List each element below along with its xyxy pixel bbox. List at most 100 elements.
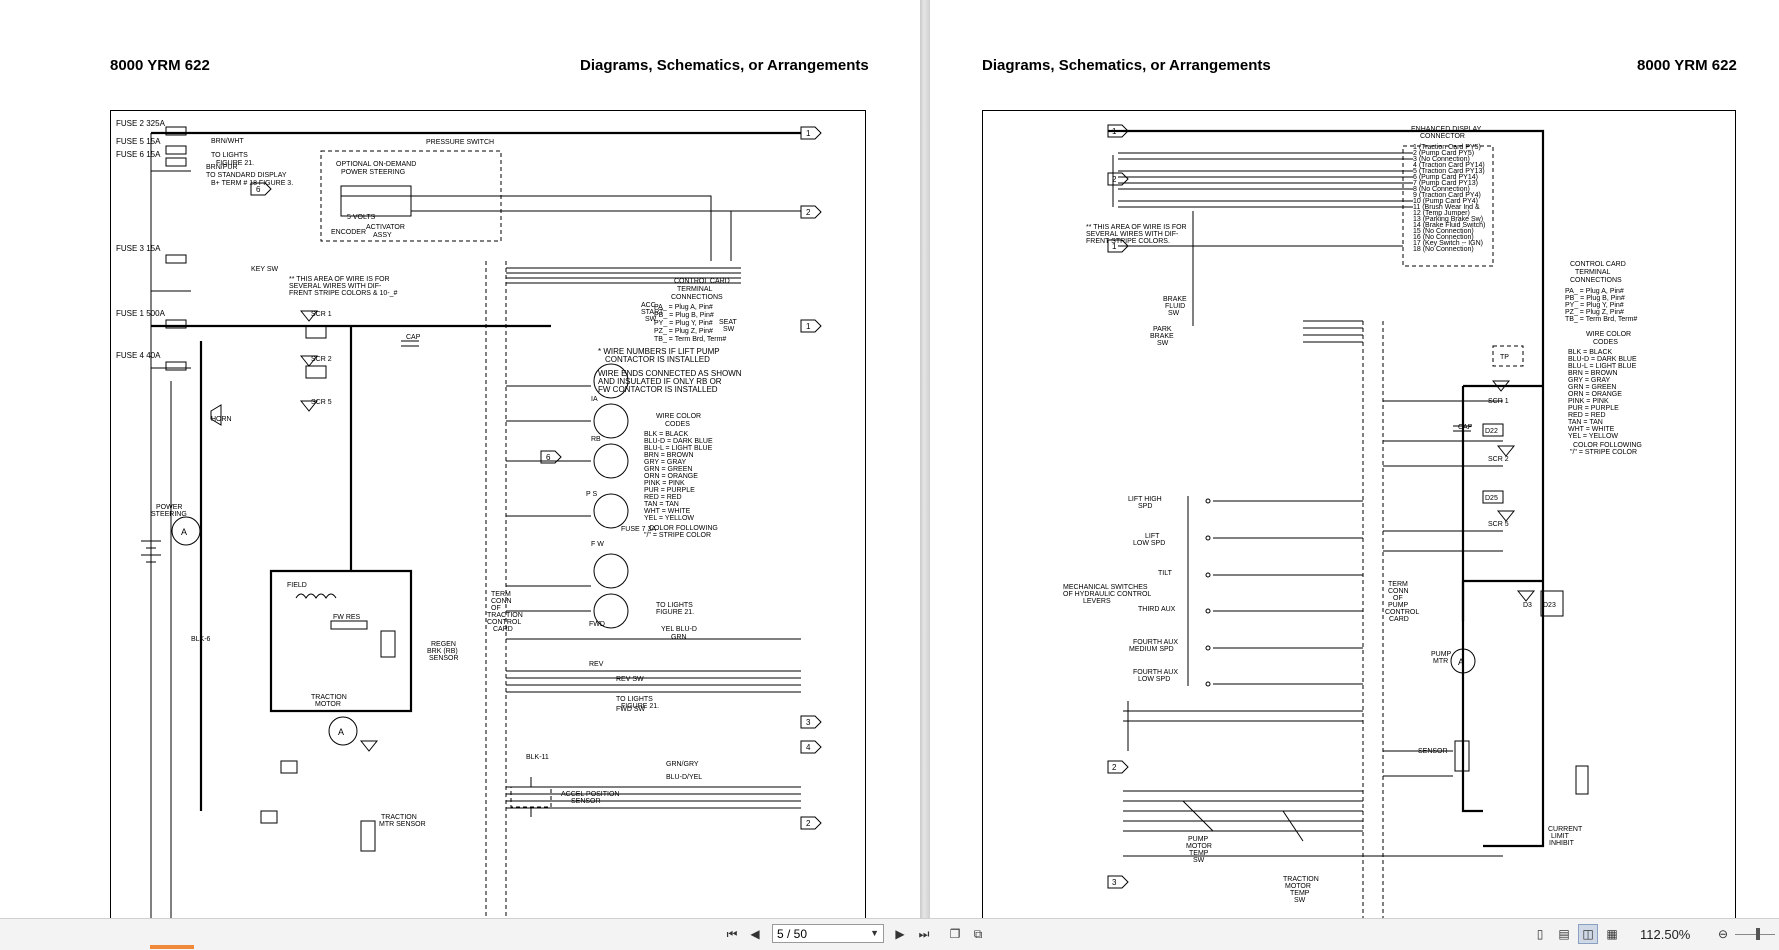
svg-text:TERM: TERM	[491, 591, 511, 598]
page-indicator-text: 5 / 50	[777, 926, 808, 941]
svg-text:B+ TERM # 18 FIGURE 3.: B+ TERM # 18 FIGURE 3.	[211, 180, 293, 187]
previous-page-button[interactable]: ◀	[750, 927, 760, 941]
svg-text:START: START	[641, 309, 664, 316]
chevron-down-icon[interactable]: ▼	[870, 928, 879, 938]
svg-text:YEL BLU-D: YEL BLU-D	[661, 626, 697, 633]
zoom-slider-handle[interactable]	[1756, 928, 1760, 940]
viewer-toolbar: ⏮ ◀ 5 / 50 ▼ ▶ ⏭ ❐ ⧉ ▯ ▤ ◫ ▦ 112.50% ⊖	[0, 918, 1779, 950]
svg-text:PRESSURE SWITCH: PRESSURE SWITCH	[426, 139, 494, 146]
svg-text:ACCEL POSITION: ACCEL POSITION	[561, 791, 619, 798]
svg-text:SW: SW	[723, 326, 735, 333]
svg-text:RB: RB	[591, 436, 601, 443]
next-page-button[interactable]: ▶	[895, 927, 905, 941]
svg-text:FUSE 7 3A: FUSE 7 3A	[621, 526, 656, 533]
last-page-button[interactable]: ⏭	[918, 926, 930, 941]
zoom-out-icon[interactable]: ⊖	[1717, 927, 1729, 941]
document-page-left: 8000 YRM 622 Diagrams, Schematics, or Ar…	[0, 0, 920, 918]
svg-text:SENSOR: SENSOR	[429, 655, 459, 662]
svg-text:CONTROL: CONTROL	[487, 619, 521, 626]
document-page-right: Diagrams, Schematics, or Arrangements 80…	[930, 0, 1779, 918]
svg-text:SCR 5: SCR 5	[311, 399, 332, 406]
svg-text:FUSE 3 15A: FUSE 3 15A	[116, 244, 161, 253]
svg-text:ASSY: ASSY	[373, 232, 392, 239]
svg-text:OF: OF	[491, 605, 501, 612]
svg-text:SENSOR: SENSOR	[571, 798, 601, 805]
continuous-view-icon[interactable]: ▤	[1558, 927, 1570, 941]
svg-text:GRN/GRY: GRN/GRY	[666, 761, 699, 768]
svg-text:HORN: HORN	[211, 416, 232, 423]
svg-text:P S: P S	[586, 491, 597, 498]
svg-text:POWER: POWER	[156, 504, 182, 511]
svg-text:SCR 2: SCR 2	[311, 356, 332, 363]
svg-text:SEAT: SEAT	[719, 319, 737, 326]
two-page-view-icon[interactable]: ◫	[1578, 924, 1598, 944]
svg-text:TRACTION: TRACTION	[311, 694, 347, 701]
svg-text:BRN/WHT: BRN/WHT	[211, 138, 244, 145]
svg-text:A: A	[1458, 657, 1464, 667]
two-page-continuous-view-icon[interactable]: ▦	[1606, 927, 1618, 941]
page-number-input[interactable]: 5 / 50 ▼	[772, 924, 884, 943]
first-page-button[interactable]: ⏮	[726, 926, 738, 941]
taskbar-indicator	[150, 945, 194, 949]
svg-text:FUSE 5 15A: FUSE 5 15A	[116, 137, 161, 146]
section-title-left: Diagrams, Schematics, or Arrangements	[580, 57, 869, 74]
svg-text:BLK-11: BLK-11	[526, 754, 549, 761]
svg-text:** THIS AREA OF WIRE IS FOR: ** THIS AREA OF WIRE IS FOR	[289, 276, 390, 283]
svg-text:IA: IA	[591, 396, 598, 403]
svg-text:TO LIGHTS: TO LIGHTS	[656, 602, 693, 609]
svg-text:FUSE 4 40A: FUSE 4 40A	[116, 351, 161, 360]
doc-id-left: 8000 YRM 622	[110, 57, 210, 74]
export-icon[interactable]: ⧉	[973, 926, 983, 941]
svg-text:FIGURE 21.: FIGURE 21.	[621, 703, 659, 710]
svg-text:F W: F W	[591, 541, 604, 548]
svg-text:TRACTION: TRACTION	[487, 612, 523, 619]
svg-text:REGEN: REGEN	[431, 641, 456, 648]
section-title-right: Diagrams, Schematics, or Arrangements	[982, 57, 1271, 74]
page-gutter	[920, 0, 930, 918]
svg-text:TO STANDARD DISPLAY: TO STANDARD DISPLAY	[206, 172, 287, 179]
wiring-schematic-left: A A FUSE 2 325A FUSE 5 15A FUSE 6 15A FU…	[110, 110, 866, 918]
svg-text:TO LIGHTS: TO LIGHTS	[211, 152, 248, 159]
svg-text:ENCODER: ENCODER	[331, 229, 366, 236]
svg-text:ACC: ACC	[641, 302, 656, 309]
zoom-level: 112.50%	[1640, 927, 1691, 942]
svg-text:FUSE 2 325A: FUSE 2 325A	[116, 119, 166, 128]
svg-text:FRENT STRIPE COLORS & 10-_#: FRENT STRIPE COLORS & 10-_#	[289, 290, 398, 297]
svg-text:FIGURE 21.: FIGURE 21.	[656, 609, 694, 616]
svg-text:BLU-D/YEL: BLU-D/YEL	[666, 774, 702, 781]
svg-text:FIELD: FIELD	[287, 582, 307, 589]
svg-text:GRN: GRN	[671, 634, 687, 641]
svg-text:REV SW: REV SW	[616, 676, 644, 683]
svg-text:TO LIGHTS: TO LIGHTS	[616, 696, 653, 703]
wiring-schematic-right: A ENHANCED DISPLAY CONNECTOR 1 (Traction…	[982, 110, 1736, 918]
svg-text:A: A	[338, 727, 344, 737]
svg-text:5 VOLTS: 5 VOLTS	[347, 214, 376, 221]
single-page-view-icon[interactable]: ▯	[1536, 927, 1544, 941]
svg-text:TRACTION: TRACTION	[381, 814, 417, 821]
svg-text:OPTIONAL ON-DEMAND: OPTIONAL ON-DEMAND	[336, 161, 416, 168]
svg-text:FUSE 6 15A: FUSE 6 15A	[116, 150, 161, 159]
svg-text:MTR SENSOR: MTR SENSOR	[379, 821, 426, 828]
svg-text:FWD SW: FWD SW	[616, 706, 646, 713]
svg-text:SCR 1: SCR 1	[311, 311, 332, 318]
svg-text:FIGURE 21.: FIGURE 21.	[216, 160, 254, 167]
svg-text:CONN: CONN	[491, 598, 512, 605]
svg-text:BRK (RB): BRK (RB)	[427, 648, 458, 655]
svg-text:SEVERAL WIRES WITH DIF-: SEVERAL WIRES WITH DIF-	[289, 283, 382, 290]
svg-text:ACTIVATOR: ACTIVATOR	[366, 224, 405, 231]
svg-text:POWER STEERING: POWER STEERING	[341, 169, 405, 176]
svg-text:CARD: CARD	[493, 626, 513, 633]
svg-text:REV: REV	[589, 661, 604, 668]
svg-text:FUSE 1 500A: FUSE 1 500A	[116, 309, 166, 318]
svg-text:SW: SW	[645, 316, 657, 323]
svg-text:BRN/PUR: BRN/PUR	[206, 164, 238, 171]
zoom-slider[interactable]	[1735, 934, 1775, 935]
svg-text:MOTOR: MOTOR	[315, 701, 341, 708]
svg-text:STEERING: STEERING	[151, 511, 187, 518]
svg-text:A: A	[181, 527, 187, 537]
svg-text:KEY SW: KEY SW	[251, 266, 278, 273]
copy-icon[interactable]: ❐	[949, 927, 961, 941]
svg-text:BLK-6: BLK-6	[191, 636, 211, 643]
svg-text:CAP: CAP	[406, 334, 421, 341]
doc-id-right: 8000 YRM 622	[1637, 57, 1737, 74]
